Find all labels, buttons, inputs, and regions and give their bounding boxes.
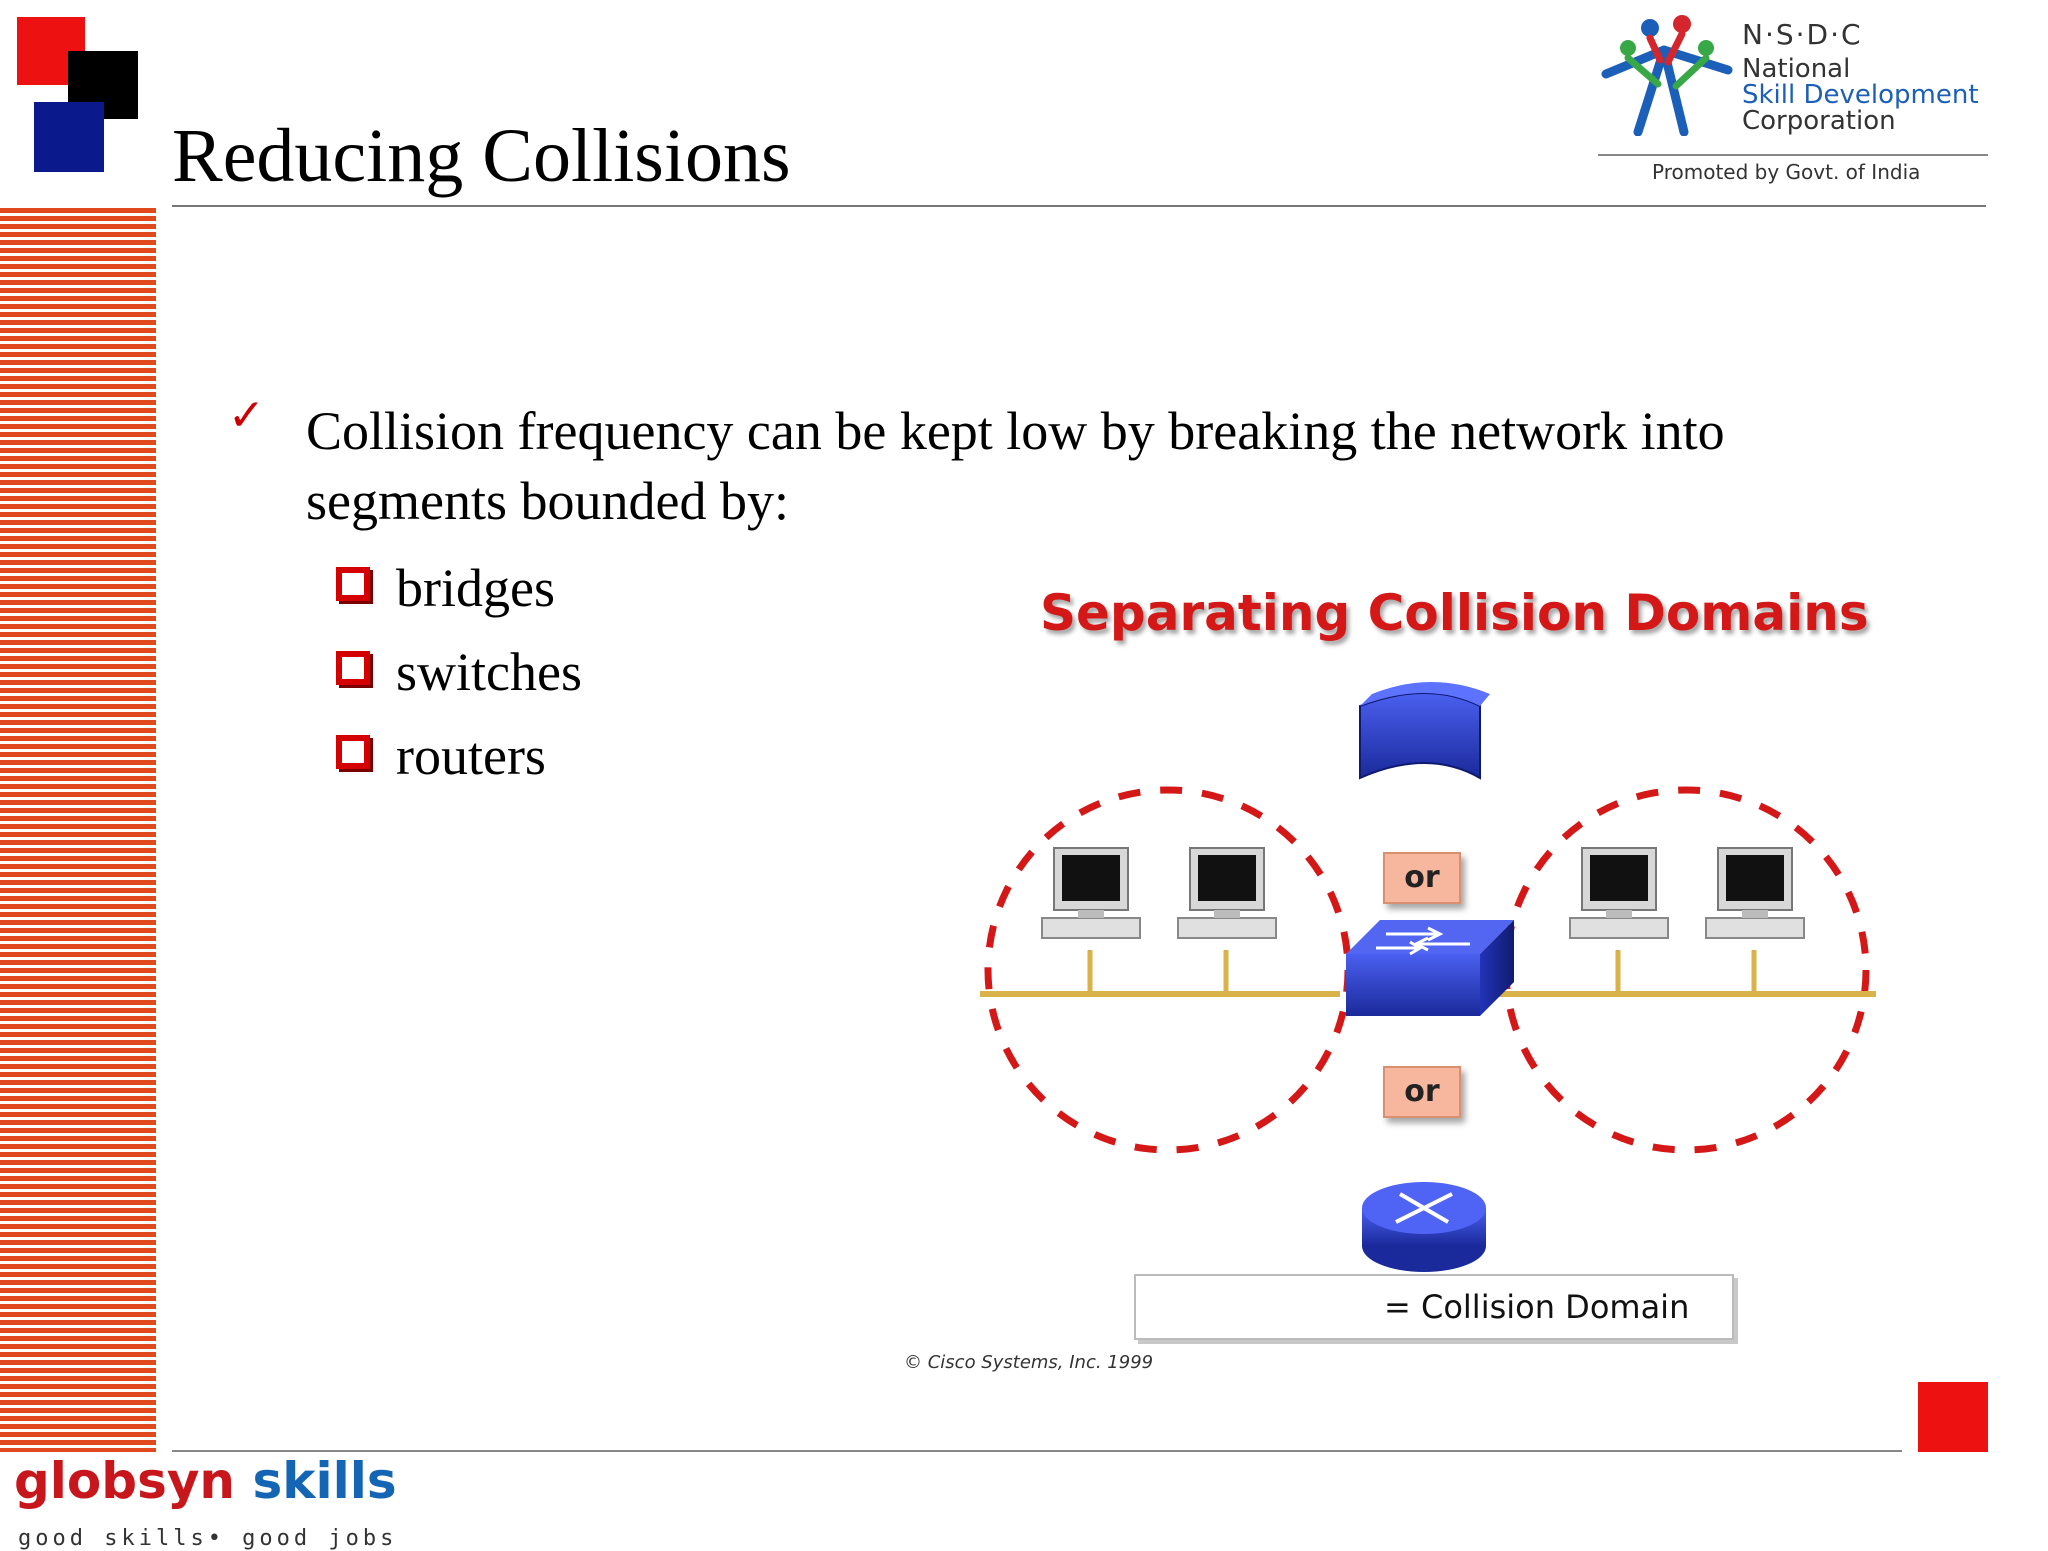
nsdc-name-line2: Skill Development [1742, 80, 1979, 110]
slide-title: Reducing Collisions [172, 114, 791, 198]
checkbox-bullet-icon [336, 735, 370, 769]
router-icon [1362, 1182, 1486, 1272]
or-label-top: or [1383, 852, 1461, 904]
collision-domain-left [984, 786, 1352, 1154]
checkbox-bullet-icon [336, 567, 370, 601]
switch-icon [1346, 920, 1514, 1016]
brand-name-part2: skills [252, 1452, 397, 1510]
main-bullet-text: Collision frequency can be kept low by b… [306, 401, 1725, 531]
nsdc-abbreviation: N·S·D·C [1742, 18, 1863, 51]
bridge-icon [1359, 682, 1490, 780]
nsdc-name-line3: Corporation [1742, 106, 1896, 136]
sub-bullet-label: routers [396, 726, 546, 786]
legend-label: = Collision Domain [1384, 1288, 1690, 1326]
checkbox-bullet-icon [336, 651, 370, 685]
title-divider [172, 205, 1986, 207]
sub-bullet-list: bridges switches routers [336, 546, 582, 798]
footer-divider [172, 1450, 1902, 1452]
logo-square-blue [34, 102, 104, 172]
sub-bullet-item: bridges [336, 546, 582, 630]
brand-tagline: good skills• good jobs [18, 1526, 398, 1551]
collision-domain-diagram [980, 682, 1876, 1311]
nsdc-name-line1: National [1742, 54, 1851, 84]
nsdc-figure-icon [1601, 15, 1733, 136]
sub-bullet-label: switches [396, 642, 582, 702]
computer-icon [1041, 847, 1141, 939]
checkmark-icon: ✓ [228, 390, 265, 441]
or-label-text: or [1383, 1066, 1461, 1118]
computer-icon [1177, 847, 1277, 939]
sub-bullet-item: routers [336, 714, 582, 798]
brand-logo-text: globsyn skills [14, 1452, 397, 1510]
legend-box [1134, 1274, 1734, 1340]
diagram-title: Separating Collision Domains [1040, 584, 1869, 642]
nsdc-promoted-text: Promoted by Govt. of India [1652, 160, 1921, 184]
collision-domain-right [1502, 786, 1870, 1154]
computer-icon [1569, 847, 1669, 939]
brand-name-part1: globsyn [14, 1452, 236, 1510]
sub-bullet-label: bridges [396, 558, 555, 618]
or-label-bottom: or [1383, 1066, 1461, 1118]
computer-icon [1705, 847, 1805, 939]
nsdc-divider [1598, 154, 1988, 156]
copyright-text: © Cisco Systems, Inc. 1999 [904, 1352, 1154, 1373]
left-striped-bar [0, 208, 156, 1452]
sub-bullet-item: switches [336, 630, 582, 714]
footer-red-square [1918, 1382, 1988, 1452]
or-label-text: or [1383, 852, 1461, 904]
